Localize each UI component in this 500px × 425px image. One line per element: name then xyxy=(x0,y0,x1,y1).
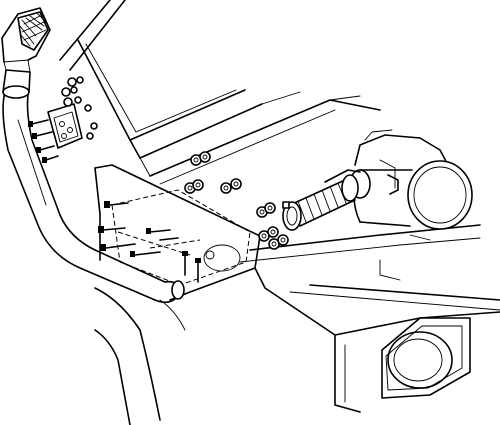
air-cleaner-housing xyxy=(353,129,473,230)
snorkel-pipe xyxy=(2,91,185,304)
snorkel-air-ram-head xyxy=(1,7,51,99)
bracket-fasteners xyxy=(28,76,98,163)
fender-panel xyxy=(94,164,261,301)
inner-panel-lines xyxy=(261,91,431,281)
wheel-arch xyxy=(94,287,186,425)
nut-group-bonnet xyxy=(184,151,242,194)
nuts-and-washers xyxy=(184,151,289,250)
headlight-assembly xyxy=(381,317,471,399)
nut-group-front xyxy=(256,202,289,250)
bonnet xyxy=(149,99,500,311)
windscreen-frame xyxy=(59,0,263,177)
mounting-bracket xyxy=(47,103,83,149)
hose-clamps xyxy=(282,174,359,231)
mounting-bolts xyxy=(98,201,201,283)
